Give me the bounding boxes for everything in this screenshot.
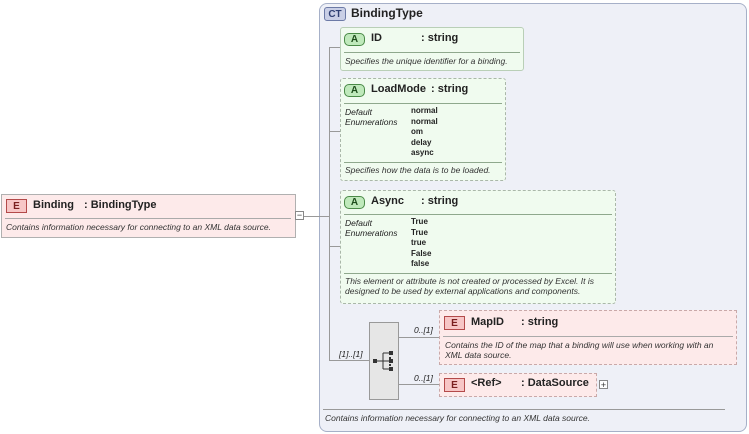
binding-type: : BindingType — [84, 199, 157, 211]
binding-description: Contains information necessary for conne… — [6, 222, 271, 232]
expand-toggle[interactable]: + — [599, 380, 608, 390]
mapid-divider — [443, 336, 733, 337]
attribute-id-divider — [344, 52, 520, 53]
sequence-compositor[interactable] — [369, 322, 399, 400]
connector-mapid — [399, 337, 439, 338]
connector-sequence — [329, 360, 369, 361]
complex-type-divider — [323, 409, 725, 410]
binding-name: Binding — [33, 199, 74, 211]
mapid-cardinality: 0..[1] — [414, 325, 433, 335]
attribute-loadmode-divider — [344, 103, 502, 104]
attribute-id-badge: A — [344, 33, 365, 46]
enum-value: True — [411, 227, 428, 237]
connector-attr-trunk — [329, 47, 330, 360]
attribute-loadmode[interactable] — [340, 78, 506, 181]
attribute-id-description: Specifies the unique identifier for a bi… — [345, 56, 508, 66]
attribute-async-default-label: Default — [345, 218, 372, 228]
mapid-type: : string — [521, 316, 559, 328]
connector-id — [329, 47, 341, 48]
attribute-loadmode-default-label: Default — [345, 107, 372, 117]
connector-datasource — [399, 384, 439, 385]
binding-badge: E — [6, 199, 27, 213]
complex-type-badge: CT — [324, 7, 346, 21]
attribute-id-name: ID — [371, 32, 382, 44]
enum-value: async — [411, 148, 434, 158]
attribute-id-type: : string — [421, 32, 459, 44]
attribute-async-divider2 — [344, 273, 612, 274]
mapid-description-1: Contains the ID of the map that a bindin… — [445, 340, 714, 350]
enum-value: false — [411, 259, 430, 269]
enum-value: om — [411, 127, 423, 137]
connector-binding-to-attrs — [296, 216, 330, 217]
element-mapid[interactable] — [439, 310, 737, 365]
attribute-loadmode-description: Specifies how the data is to be loaded. — [345, 165, 491, 175]
binding-element[interactable] — [1, 194, 296, 238]
enum-value: normal — [411, 106, 438, 115]
datasource-type: : DataSource — [521, 377, 589, 389]
attribute-async[interactable] — [340, 190, 616, 304]
enum-value: normal — [411, 116, 438, 126]
attribute-async-badge: A — [344, 196, 365, 209]
attribute-async-values: True True true False false — [411, 217, 431, 270]
mapid-badge: E — [444, 316, 465, 330]
enum-value: delay — [411, 137, 432, 147]
datasource-badge: E — [444, 378, 465, 392]
connector-async — [329, 246, 341, 247]
enum-value: true — [411, 238, 427, 248]
attribute-async-enum-label: Enumerations — [345, 228, 398, 238]
attribute-loadmode-badge: A — [344, 84, 365, 97]
connector-loadmode — [329, 131, 341, 132]
datasource-cardinality: 0..[1] — [414, 373, 433, 383]
attribute-async-divider — [344, 214, 612, 215]
mapid-description-2: XML data source. — [445, 350, 512, 360]
complex-type-description: Contains information necessary for conne… — [325, 413, 590, 423]
attribute-id[interactable] — [340, 27, 524, 71]
attribute-loadmode-type: : string — [431, 83, 469, 95]
binding-divider — [5, 218, 291, 219]
collapse-toggle[interactable]: − — [295, 210, 304, 220]
enum-value: True — [411, 217, 428, 226]
sequence-icon — [373, 351, 393, 371]
attribute-async-description-1: This element or attribute is not created… — [345, 276, 594, 286]
element-datasource-ref[interactable] — [439, 373, 597, 397]
complex-type-name: BindingType — [351, 6, 423, 20]
datasource-ref-label: <Ref> — [471, 377, 502, 389]
attribute-async-description-2: designed to be used by external applicat… — [345, 286, 581, 296]
attribute-async-type: : string — [421, 195, 459, 207]
attribute-loadmode-name: LoadMode — [371, 83, 426, 95]
mapid-name: MapID — [471, 316, 504, 328]
attribute-async-name: Async — [371, 195, 405, 207]
attribute-loadmode-divider2 — [344, 162, 502, 163]
attribute-loadmode-values: normal normal om delay async — [411, 106, 438, 159]
attribute-loadmode-enum-label: Enumerations — [345, 117, 398, 127]
sequence-cardinality: [1]..[1] — [339, 349, 363, 359]
enum-value: False — [411, 248, 432, 258]
